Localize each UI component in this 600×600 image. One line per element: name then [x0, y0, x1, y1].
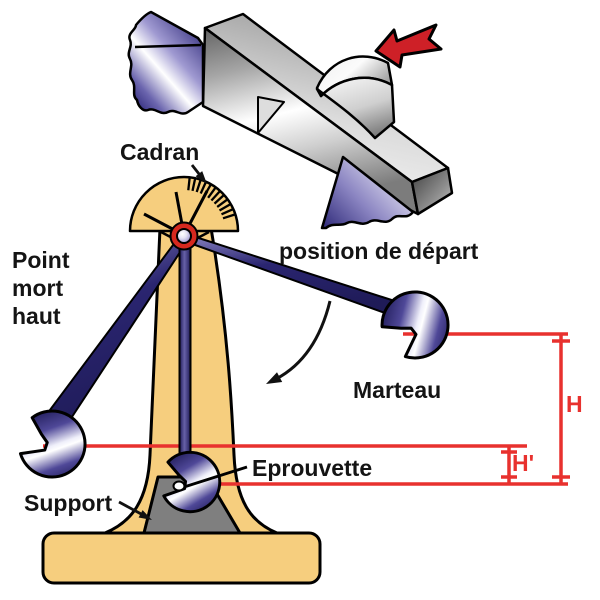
- marteau-label: Marteau: [353, 377, 441, 403]
- annotation-arrows: [118, 164, 332, 520]
- point-mort-haut-line1: Point: [12, 247, 70, 273]
- height-initial-label: H: [566, 391, 583, 417]
- impact-inset-illustration: [127, 10, 454, 230]
- specimen-notch: [257, 96, 285, 134]
- anvil-support-right: [320, 155, 415, 230]
- impact-direction-arrow: [374, 23, 443, 69]
- swing-direction-arrowhead: [266, 372, 283, 384]
- support-label: Support: [24, 490, 112, 516]
- point-mort-haut-line2: mort: [12, 275, 63, 301]
- support-pointer-arrow: [118, 500, 144, 517]
- pivot-ball: [176, 228, 192, 244]
- hammer-right-start-position: [380, 290, 450, 360]
- height-residual-label: H': [512, 450, 534, 476]
- anvil-support-left: [127, 10, 205, 115]
- hammer-knife-front-face: [315, 76, 396, 140]
- dial-fan: [128, 175, 240, 233]
- anvil-support-left-edge-line: [134, 43, 202, 49]
- specimen-ellipse: [172, 480, 186, 492]
- dial-tick-marks: [187, 178, 235, 220]
- hammer-left-point-mort-haut: [18, 409, 87, 479]
- pendulum-rod-vertical: [178, 235, 192, 459]
- eprouvette-label: Eprouvette: [252, 455, 372, 481]
- support-pointer-arrowhead: [138, 510, 152, 520]
- position-depart-label: position de départ: [279, 238, 479, 264]
- swing-direction-arrow: [275, 300, 332, 381]
- hammer-center-impact-position: [162, 450, 222, 514]
- stand-base: [41, 531, 322, 585]
- point-mort-haut-line3: haut: [12, 303, 61, 329]
- eprouvette-pointer-line: [183, 465, 248, 489]
- cadran-pointer-arrowhead: [195, 171, 207, 184]
- dimension-extent-h-prime: [501, 446, 517, 484]
- cadran-label: Cadran: [120, 139, 199, 165]
- pendulum-machine: H H': [18, 175, 583, 585]
- specimen-bar-end-face: [410, 166, 454, 216]
- dimension-extent-h: [552, 334, 570, 484]
- diagram-labels: Cadran Point mort haut position de dépar…: [12, 139, 479, 516]
